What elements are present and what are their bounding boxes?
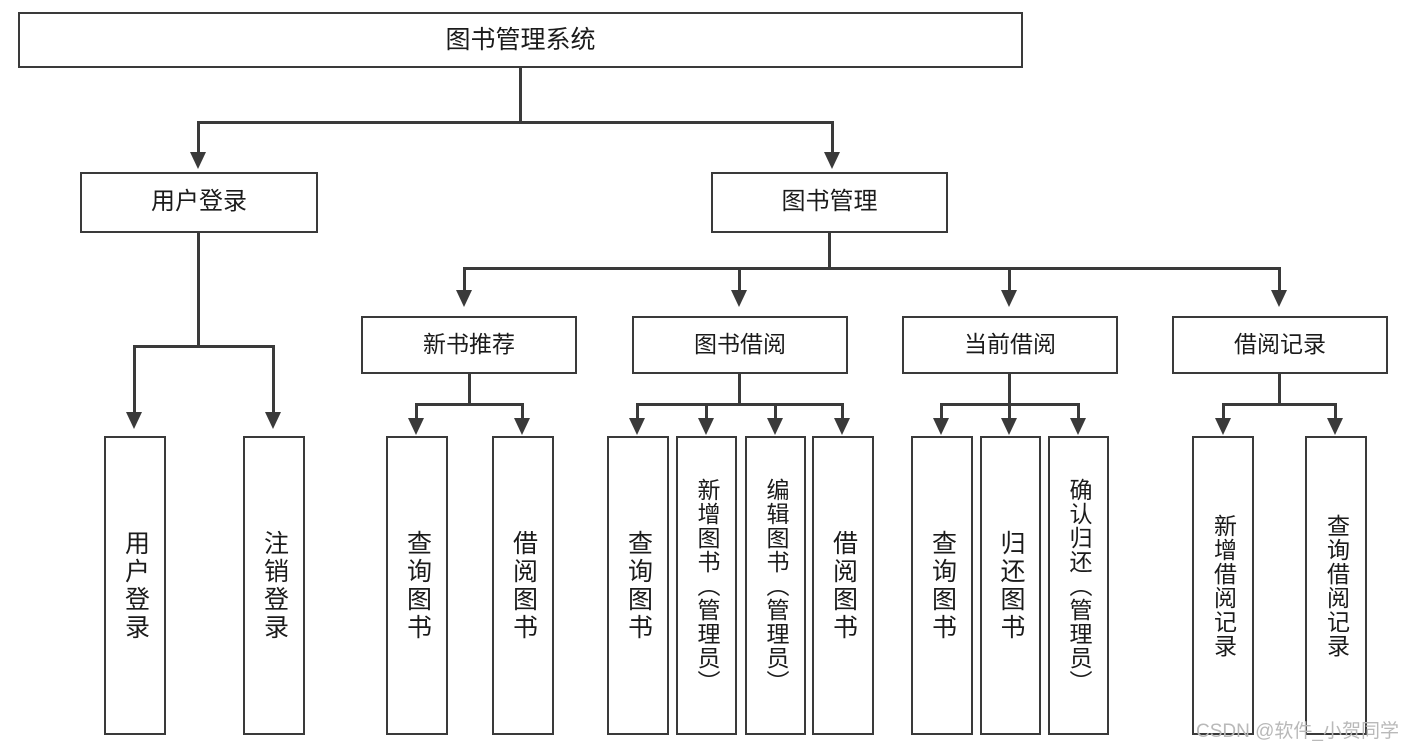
connector-to-current-borrow <box>1008 267 1011 291</box>
connector-bb-branch-4 <box>841 403 844 420</box>
connector-root-to-book-manage <box>831 121 834 153</box>
connector-to-new-book <box>463 267 466 291</box>
node-book-borrow[interactable]: 图书借阅 <box>632 316 848 374</box>
leaf-user-login[interactable]: 用户登录 <box>104 436 166 735</box>
arrowhead-nb-leaf-2 <box>514 418 530 435</box>
arrowhead-bb-leaf-4 <box>834 418 850 435</box>
arrowhead-user-login <box>190 152 206 169</box>
connector-br-branch-2 <box>1334 403 1337 420</box>
connector-new-book-branch-1 <box>415 403 418 420</box>
node-label: 图书借阅 <box>694 331 786 358</box>
leaf-label: 查询借阅记录 <box>1323 513 1350 658</box>
leaf-label: 查询图书 <box>403 529 432 642</box>
leaf-logout[interactable]: 注销登录 <box>243 436 305 735</box>
connector-root-bus <box>197 121 834 124</box>
arrowhead-book-manage <box>824 152 840 169</box>
connector-cb-branch-2 <box>1008 403 1011 420</box>
node-root-system[interactable]: 图书管理系统 <box>18 12 1023 68</box>
leaf-label: 查询图书 <box>624 529 653 642</box>
arrowhead-cb-leaf-1 <box>933 418 949 435</box>
arrowhead-leaf-user-login <box>126 412 142 429</box>
connector-root-stem <box>519 68 522 121</box>
node-book-management[interactable]: 图书管理 <box>711 172 948 233</box>
connector-level3-bus <box>463 267 1281 270</box>
arrowhead-borrow-record <box>1271 290 1287 307</box>
leaf-label: 查询图书 <box>928 529 957 642</box>
connector-current-borrow-stem <box>1008 374 1011 404</box>
leaf-bb-borrow-book[interactable]: 借阅图书 <box>812 436 874 735</box>
leaf-label: 用户登录 <box>121 529 150 642</box>
connector-borrow-record-bus <box>1222 403 1337 406</box>
arrowhead-cb-leaf-3 <box>1070 418 1086 435</box>
leaf-label: 借阅图书 <box>509 529 538 642</box>
leaf-label: 新增图书（管理员） <box>694 477 720 694</box>
leaf-cb-query-book[interactable]: 查询图书 <box>911 436 973 735</box>
connector-book-manage-stem <box>828 233 831 268</box>
connector-to-book-borrow <box>738 267 741 291</box>
connector-root-to-user-login <box>197 121 200 153</box>
leaf-cb-return-book[interactable]: 归还图书 <box>980 436 1041 735</box>
connector-cb-branch-3 <box>1077 403 1080 420</box>
leaf-bb-edit-book-admin[interactable]: 编辑图书（管理员） <box>745 436 806 735</box>
arrowhead-bb-leaf-2 <box>698 418 714 435</box>
node-label: 当前借阅 <box>964 331 1056 358</box>
leaf-br-add-record[interactable]: 新增借阅记录 <box>1192 436 1254 735</box>
arrowhead-bb-leaf-3 <box>767 418 783 435</box>
leaf-label: 注销登录 <box>260 529 289 642</box>
arrowhead-br-leaf-2 <box>1327 418 1343 435</box>
connector-bb-branch-1 <box>636 403 639 420</box>
node-current-borrow[interactable]: 当前借阅 <box>902 316 1118 374</box>
leaf-label: 编辑图书（管理员） <box>763 477 789 694</box>
arrowhead-new-book <box>456 290 472 307</box>
arrowhead-cb-leaf-2 <box>1001 418 1017 435</box>
node-label: 图书管理 <box>781 188 878 216</box>
node-borrow-record[interactable]: 借阅记录 <box>1172 316 1388 374</box>
leaf-nb-borrow-book[interactable]: 借阅图书 <box>492 436 554 735</box>
leaf-bb-add-book-admin[interactable]: 新增图书（管理员） <box>676 436 737 735</box>
connector-new-book-branch-2 <box>521 403 524 420</box>
connector-cb-branch-1 <box>940 403 943 420</box>
connector-user-login-branch-1 <box>133 345 136 413</box>
arrowhead-br-leaf-1 <box>1215 418 1231 435</box>
arrowhead-leaf-logout <box>265 412 281 429</box>
node-label: 图书管理系统 <box>445 26 596 54</box>
connector-book-borrow-bus <box>636 403 844 406</box>
arrowhead-current-borrow <box>1001 290 1017 307</box>
connector-new-book-stem <box>468 374 471 404</box>
leaf-cb-confirm-return-admin[interactable]: 确认归还（管理员） <box>1048 436 1109 735</box>
connector-book-borrow-stem <box>738 374 741 404</box>
connector-br-branch-1 <box>1222 403 1225 420</box>
connector-borrow-record-stem <box>1278 374 1281 404</box>
connector-user-login-branch-2 <box>272 345 275 413</box>
leaf-label: 借阅图书 <box>829 529 858 642</box>
node-label: 借阅记录 <box>1234 331 1326 358</box>
connector-to-borrow-record <box>1278 267 1281 291</box>
connector-new-book-bus <box>415 403 524 406</box>
arrowhead-nb-leaf-1 <box>408 418 424 435</box>
leaf-br-query-record[interactable]: 查询借阅记录 <box>1305 436 1367 735</box>
connector-bb-branch-3 <box>774 403 777 420</box>
arrowhead-bb-leaf-1 <box>629 418 645 435</box>
connector-user-login-bus <box>133 345 275 348</box>
csdn-watermark: CSDN @软件_小贺同学 <box>1196 721 1399 742</box>
leaf-label: 确认归还（管理员） <box>1066 477 1092 694</box>
node-label: 新书推荐 <box>423 331 515 358</box>
node-user-login[interactable]: 用户登录 <box>80 172 318 233</box>
leaf-label: 新增借阅记录 <box>1210 513 1237 658</box>
leaf-label: 归还图书 <box>997 529 1025 642</box>
leaf-nb-query-book[interactable]: 查询图书 <box>386 436 448 735</box>
connector-user-login-stem <box>197 233 200 346</box>
node-label: 用户登录 <box>151 188 247 216</box>
arrowhead-book-borrow <box>731 290 747 307</box>
node-new-book-recommend[interactable]: 新书推荐 <box>361 316 577 374</box>
connector-bb-branch-2 <box>705 403 708 420</box>
leaf-bb-query-book[interactable]: 查询图书 <box>607 436 669 735</box>
